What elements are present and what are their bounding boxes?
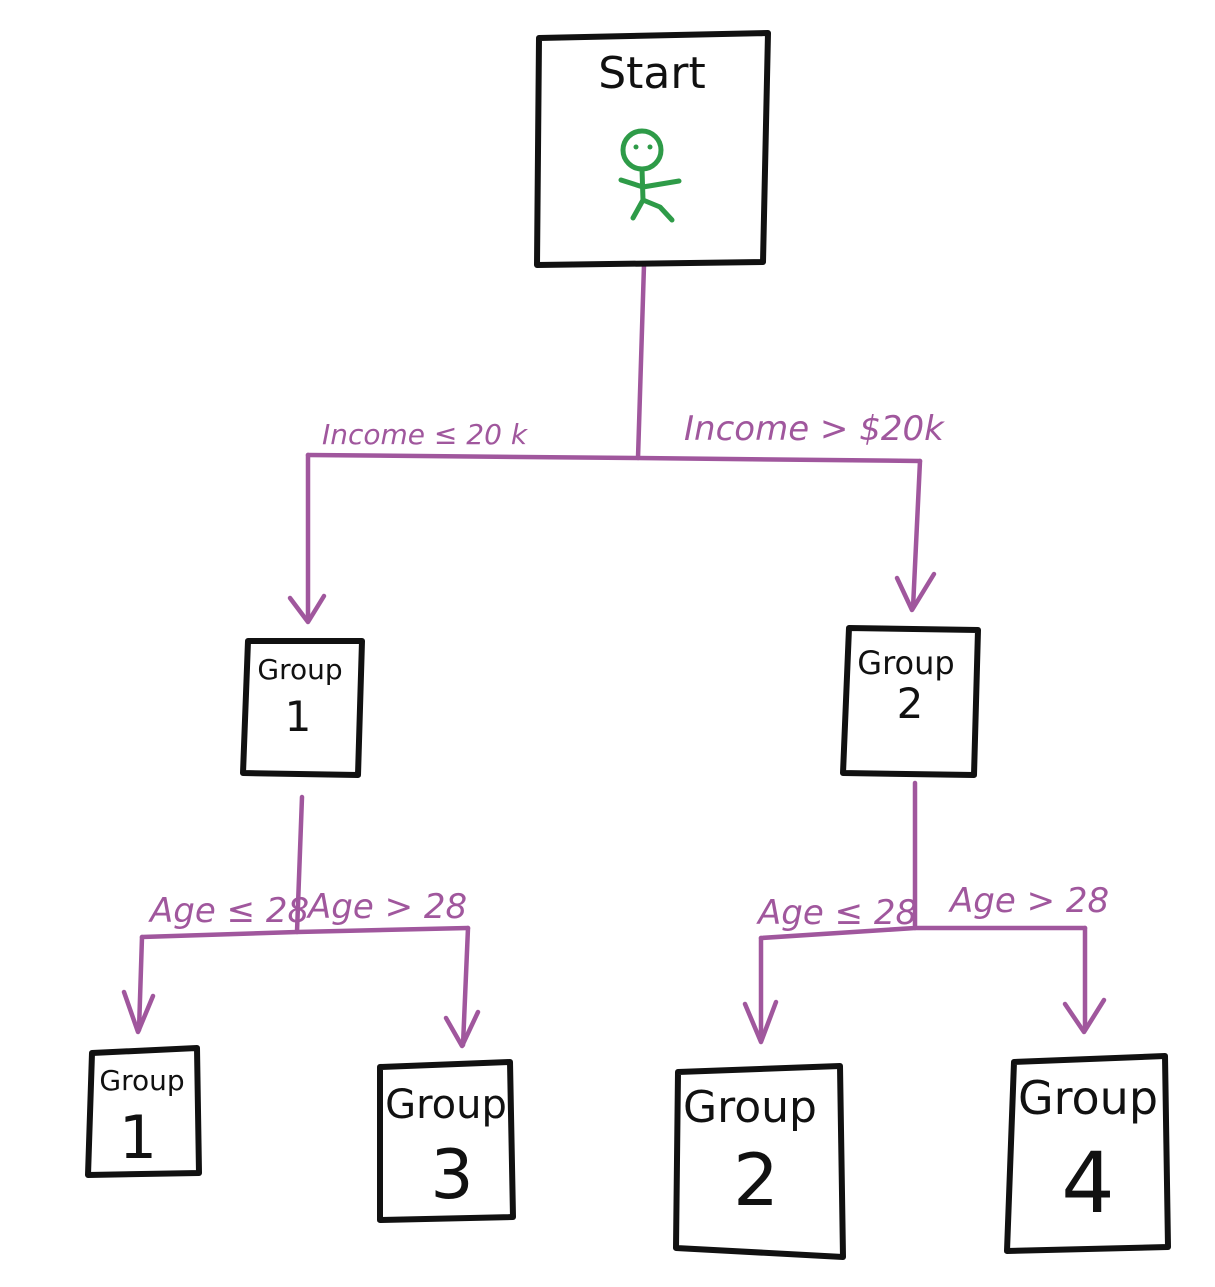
- node-group-2: Group 2: [840, 625, 981, 778]
- arrowhead-leaf-4: [1062, 997, 1107, 1035]
- leaf-3-box: [377, 1059, 516, 1223]
- root-title: Start: [598, 48, 706, 99]
- edge-root-trunk: [635, 262, 647, 461]
- leaf-4-word: Group: [1018, 1071, 1158, 1125]
- arrowhead-leaf-3: [443, 1009, 481, 1049]
- edge-labels: Income ≤ 20 k Income > $20k Age ≤ 28 Age…: [148, 409, 1109, 933]
- label-age-low-right: Age ≤ 28: [756, 893, 917, 933]
- label-income-low: Income ≤ 20 k: [322, 418, 529, 451]
- edge-group2-bar: [758, 925, 1088, 941]
- arrowhead-leaf-1: [121, 989, 156, 1035]
- root-node: Start: [534, 30, 771, 268]
- edge-to-group-2: [910, 458, 923, 611]
- leaf-1-box: [85, 1045, 202, 1178]
- group-1-word: Group: [257, 653, 342, 686]
- arrowhead-group-1: [287, 593, 327, 625]
- label-age-high-right: Age > 28: [948, 881, 1109, 921]
- leaf-group-1: Group 1: [85, 1045, 202, 1178]
- edges: [121, 262, 1107, 1049]
- group-1-box: [240, 638, 365, 778]
- leaf-1-number: 1: [119, 1103, 157, 1173]
- leaf-group-2: Group 2: [673, 1063, 846, 1260]
- group-2-word: Group: [857, 644, 954, 682]
- leaf-2-number: 2: [733, 1138, 779, 1222]
- label-age-low-left: Age ≤ 28: [148, 891, 309, 931]
- leaf-4-number: 4: [1061, 1134, 1114, 1232]
- person-icon: [618, 128, 682, 223]
- edge-to-leaf-3: [460, 925, 471, 1048]
- node-group-1: Group 1: [240, 638, 365, 778]
- leaf-3-number: 3: [430, 1136, 473, 1215]
- leaf-1-word: Group: [99, 1064, 184, 1097]
- edge-to-leaf-1: [136, 934, 145, 1033]
- leaf-2-word: Group: [683, 1082, 817, 1133]
- label-age-high-left: Age > 28: [306, 887, 467, 927]
- edge-group1-bar: [139, 925, 471, 940]
- leaf-2-box: [673, 1063, 846, 1260]
- arrowhead-group-2: [894, 571, 937, 613]
- leaf-group-3: Group 3: [377, 1059, 516, 1223]
- leaf-3-word: Group: [385, 1082, 507, 1128]
- edge-split1-bar: [305, 452, 923, 464]
- group-2-number: 2: [897, 679, 924, 728]
- label-income-high: Income > $20k: [684, 409, 945, 449]
- edge-group1-trunk: [294, 794, 305, 935]
- leaf-group-4: Group 4: [1004, 1053, 1171, 1254]
- group-2-box: [840, 625, 981, 778]
- group-1-number: 1: [285, 692, 312, 741]
- leaf-4-box: [1004, 1053, 1171, 1254]
- arrowhead-leaf-2: [742, 999, 779, 1045]
- root-box: [534, 30, 771, 268]
